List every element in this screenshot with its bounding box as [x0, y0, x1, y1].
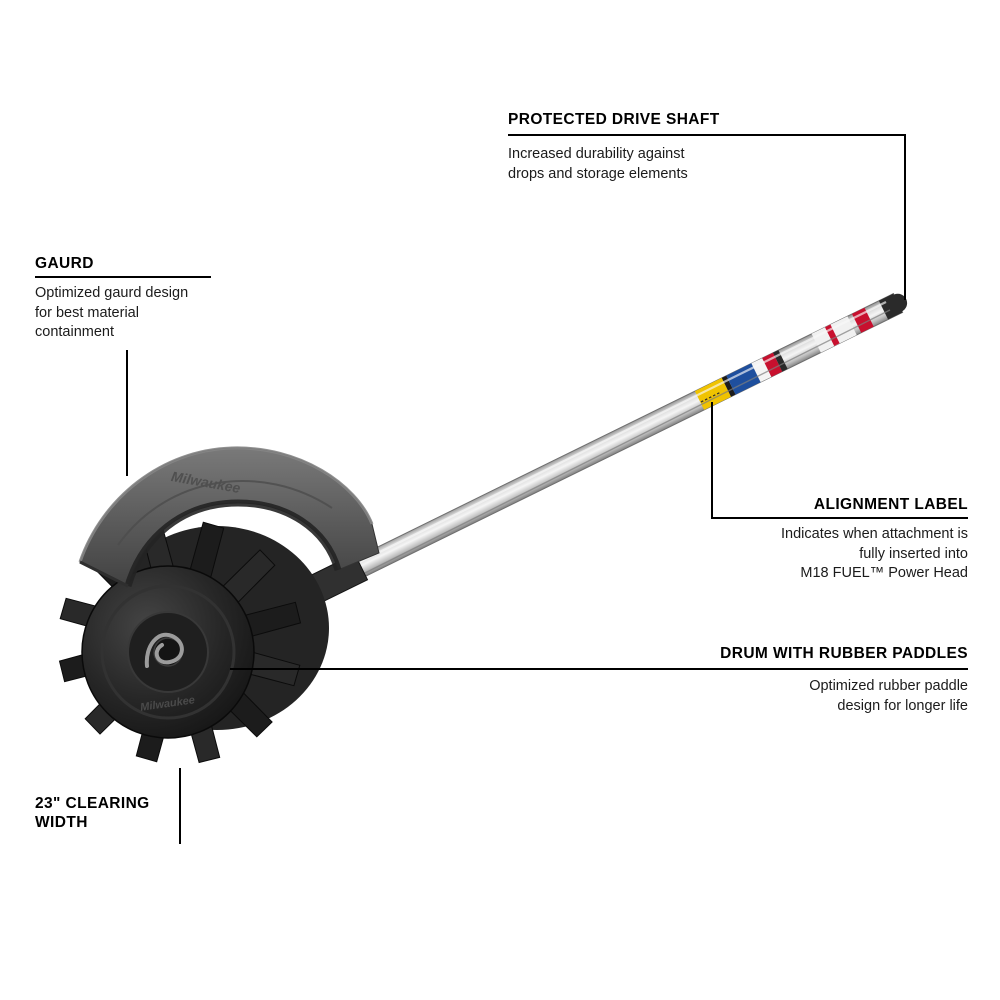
leader-alignment-vertical	[711, 402, 713, 518]
leader-drive-shaft-horizontal	[508, 134, 906, 136]
leader-drive-shaft-vertical	[904, 134, 906, 300]
callout-drive-shaft-desc-line2: drops and storage elements	[508, 165, 688, 182]
label-stripe-blue	[726, 363, 761, 395]
callout-alignment-title: ALIGNMENT LABEL	[813, 496, 968, 513]
alignment-label-sticker	[694, 350, 788, 410]
callout-guard-desc-line1: Optimized gaurd design	[35, 285, 189, 301]
callout-alignment-desc-line2: fully inserted into	[859, 545, 968, 562]
callout-guard-title: GAURD	[35, 255, 94, 272]
guard-hood-inner-lip	[124, 499, 342, 587]
guard-hood: Milwaukee	[78, 446, 380, 588]
guard-hood-crease	[117, 480, 333, 546]
leader-clearing-width-vertical	[179, 768, 181, 844]
callout-drum-title: DRUM WITH RUBBER PADDLES	[720, 645, 968, 662]
label-stripe-white	[751, 358, 772, 383]
label-stripe-yellow	[694, 377, 731, 410]
callout-drive-shaft-title: PROTECTED DRIVE SHAFT	[508, 111, 720, 128]
shaft-lower-shade	[322, 309, 891, 595]
cotter-pin	[144, 632, 184, 668]
leader-alignment-underline	[711, 517, 968, 519]
callout-drive-shaft-desc-line1: Increased durability against	[508, 146, 685, 162]
guard-hood-left-edge	[79, 560, 129, 588]
label-fine-print	[700, 391, 722, 403]
shaft-highlight	[320, 301, 887, 582]
callout-drum-desc-line1: Optimized rubber paddle	[809, 678, 968, 694]
callout-guard-desc-line3: containment	[35, 324, 114, 340]
callout-alignment-desc-line3: M18 FUEL™ Power Head	[800, 565, 968, 581]
drum-face: Milwaukee	[81, 565, 255, 739]
leader-guard-underline	[35, 276, 211, 278]
callout-clearing-width-title-line1: 23" CLEARING	[35, 795, 150, 812]
label-stripe-red	[762, 352, 783, 377]
callout-clearing-width-title-line2: WIDTH	[35, 814, 88, 831]
leader-guard-vertical	[126, 350, 128, 476]
leader-drum-horizontal	[230, 668, 968, 670]
drum-face-ring	[100, 584, 236, 720]
callout-drum-desc-line2: design for longer life	[837, 697, 968, 714]
shaft-red-band	[852, 307, 874, 333]
callout-alignment-desc-line1: Indicates when attachment is	[781, 526, 968, 542]
drive-shaft-group	[312, 292, 908, 599]
guard-hood-top-highlight	[78, 446, 374, 563]
callout-guard-desc-line2: for best material	[35, 304, 139, 321]
shaft-end-cap-tip	[888, 293, 908, 313]
